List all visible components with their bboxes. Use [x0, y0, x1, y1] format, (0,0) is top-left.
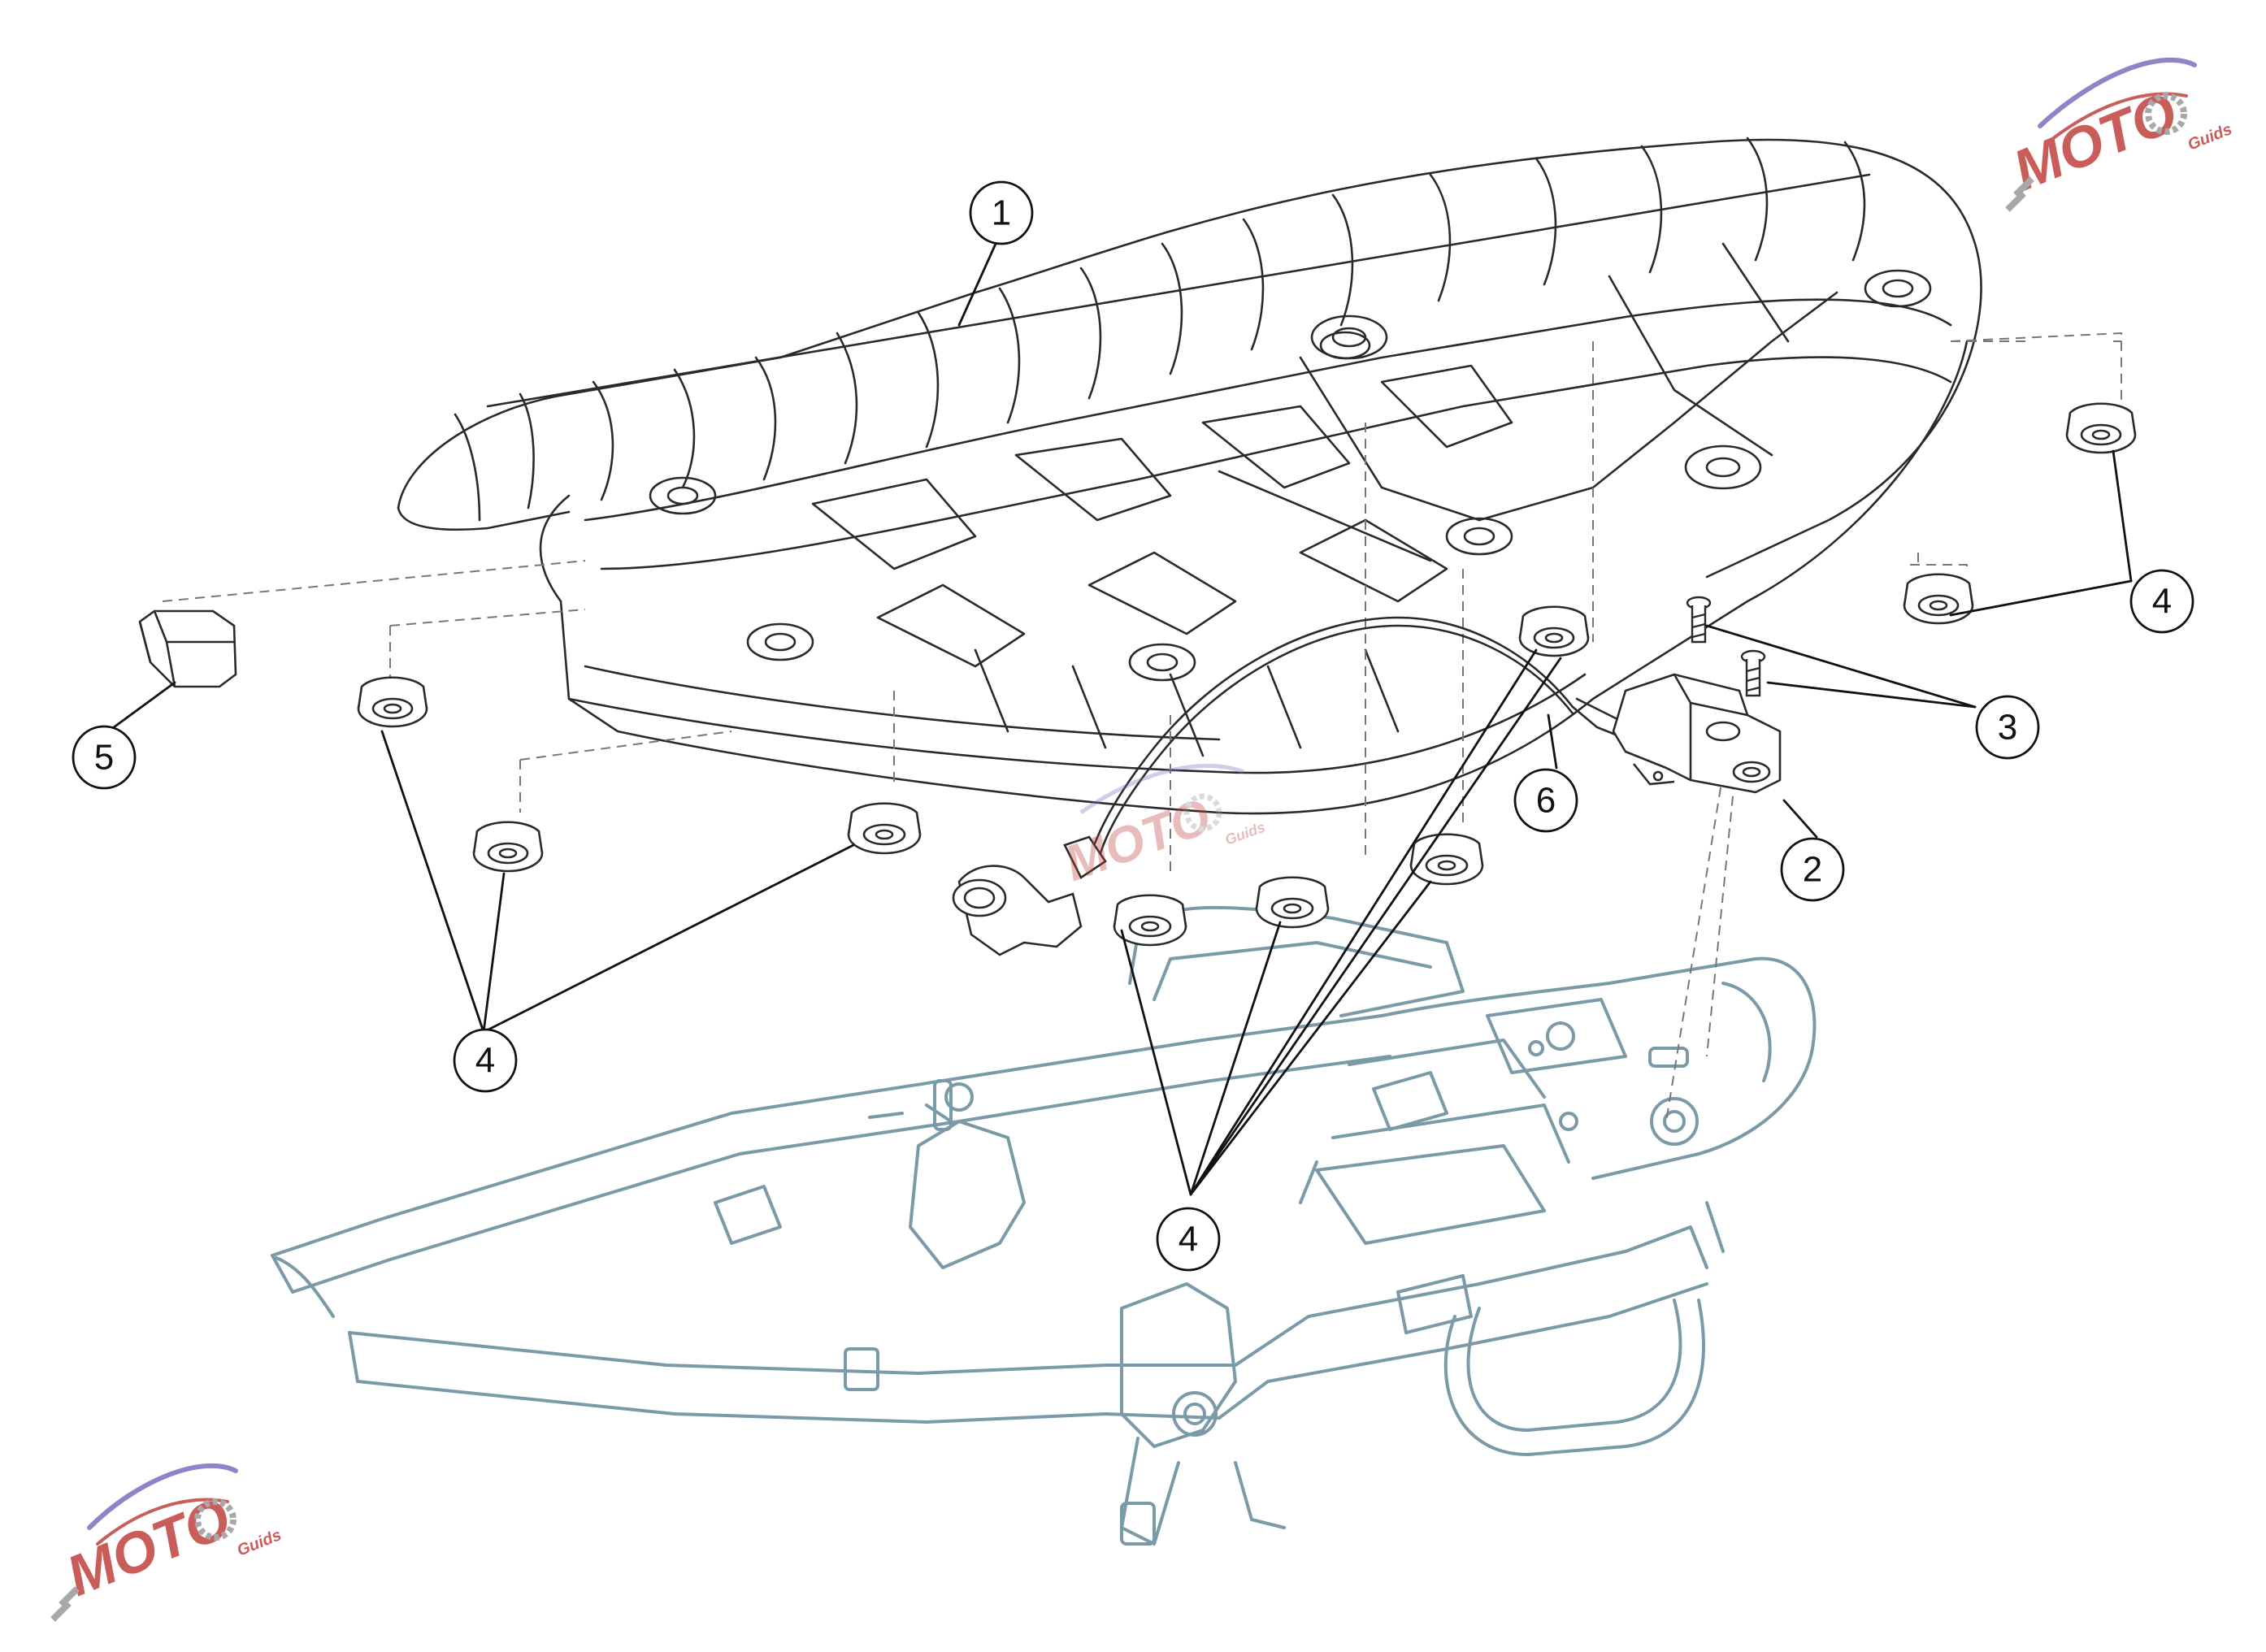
buffer-6: [1409, 833, 1484, 886]
callout-2-label: 2: [1803, 850, 1822, 890]
buffer-8: [1903, 573, 1974, 625]
watermark-bottom-left-brand: MOTO: [58, 1485, 239, 1608]
screws: [1686, 596, 1766, 697]
seat-release-cable: [952, 616, 1627, 956]
seat-assembly: [397, 137, 1982, 815]
buffer-2: [472, 821, 544, 873]
assembly-guide-lines: [162, 332, 2122, 1122]
buffer-5: [1255, 876, 1330, 929]
watermark-bottom-left: MOTO Guids: [50, 1463, 284, 1622]
watermark-center: MOTO Guids: [1057, 763, 1268, 892]
callout-5: 5: [72, 725, 137, 790]
callout-4-bottom: 4: [1156, 1207, 1221, 1272]
latch-bracket: [1612, 673, 1782, 794]
watermark-center-brand: MOTO: [1057, 788, 1218, 892]
rear-subframe: [271, 905, 1817, 1546]
end-cap: [138, 609, 237, 688]
callout-2: 2: [1780, 837, 1845, 902]
watermark-center-sub: Guids: [1223, 819, 1268, 848]
buffer-4: [1113, 894, 1187, 947]
callout-4-right: 4: [2129, 569, 2194, 634]
rubber-buffers: [357, 402, 2137, 947]
callout-3-label: 3: [1998, 708, 2017, 748]
callout-4-left: 4: [453, 1028, 518, 1093]
watermark-top-right: MOTO Guids: [2004, 57, 2235, 212]
callouts: 1 2 3 4 4 4 5 6: [72, 180, 2194, 1272]
buffer-1: [357, 676, 428, 728]
buffer-3: [847, 802, 922, 855]
seat-pan-bosses: [649, 269, 1932, 682]
callout-3: 3: [1975, 695, 2040, 760]
callout-4-right-label: 4: [2152, 582, 2172, 622]
watermark-top-right-sub: Guids: [2186, 120, 2235, 154]
buffer-9: [2065, 402, 2137, 454]
watermark-bottom-left-sub: Guids: [235, 1526, 284, 1560]
callout-1: 1: [969, 180, 1034, 245]
callout-1-label: 1: [992, 193, 1011, 233]
callout-4-bottom-label: 4: [1179, 1220, 1198, 1260]
callout-4-left-label: 4: [475, 1041, 495, 1081]
callout-6: 6: [1513, 768, 1578, 833]
buffer-7: [1518, 605, 1590, 657]
callout-5-label: 5: [94, 738, 114, 778]
leader-lines: [112, 242, 2133, 1196]
callout-6-label: 6: [1536, 781, 1556, 821]
